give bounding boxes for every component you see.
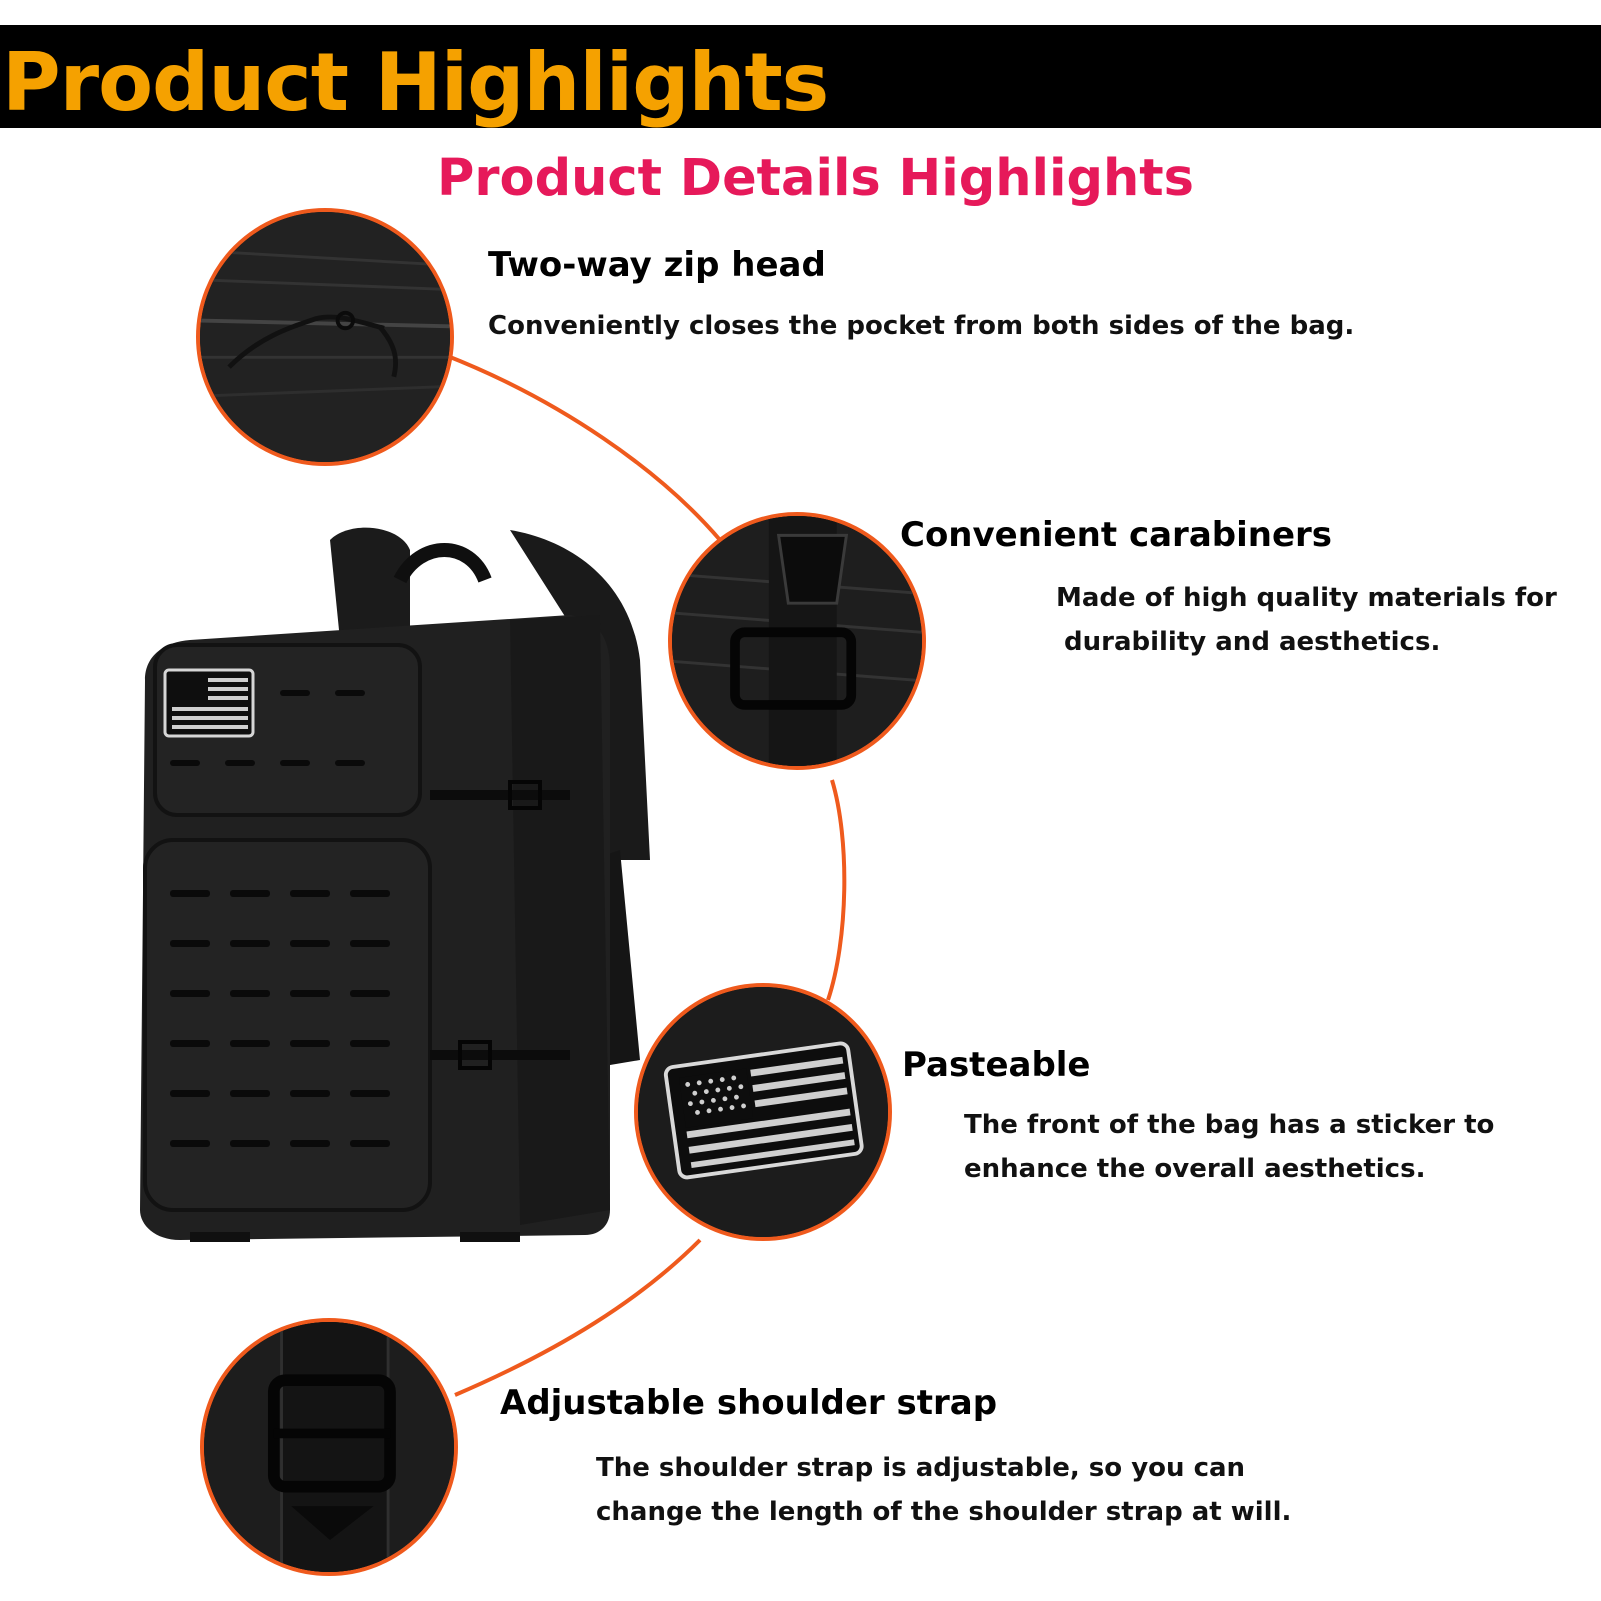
feature-desc-shoulder-strap-line1: The shoulder strap is adjustable, so you…: [596, 1453, 1246, 1483]
zipper-detail-image: [196, 208, 454, 466]
feature-desc-zip: Conveniently closes the pocket from both…: [488, 311, 1355, 341]
header-banner: Product Highlights: [0, 25, 1601, 128]
feature-desc-pasteable-line2: enhance the overall aesthetics.: [964, 1154, 1426, 1184]
feature-title-carabiners: Convenient carabiners: [900, 515, 1333, 555]
buckle-detail-image: [668, 512, 926, 770]
section-subtitle: Product Details Highlights: [437, 149, 1195, 208]
feature-desc-pasteable-line1: The front of the bag has a sticker to: [964, 1110, 1495, 1140]
feature-desc-shoulder-strap-line2: change the length of the shoulder strap …: [596, 1497, 1292, 1527]
strap-buckle-detail-image: [200, 1318, 458, 1576]
feature-title-zip: Two-way zip head: [488, 245, 826, 285]
feature-desc-carabiners-line2: durability and aesthetics.: [1064, 627, 1441, 657]
banner-title: Product Highlights: [2, 36, 829, 129]
feature-title-shoulder-strap: Adjustable shoulder strap: [500, 1383, 998, 1423]
feature-title-pasteable: Pasteable: [902, 1045, 1091, 1085]
feature-desc-carabiners-line1: Made of high quality materials for: [1056, 583, 1557, 613]
backpack-image: [140, 527, 650, 1242]
flag-patch-detail-image: [634, 983, 892, 1241]
